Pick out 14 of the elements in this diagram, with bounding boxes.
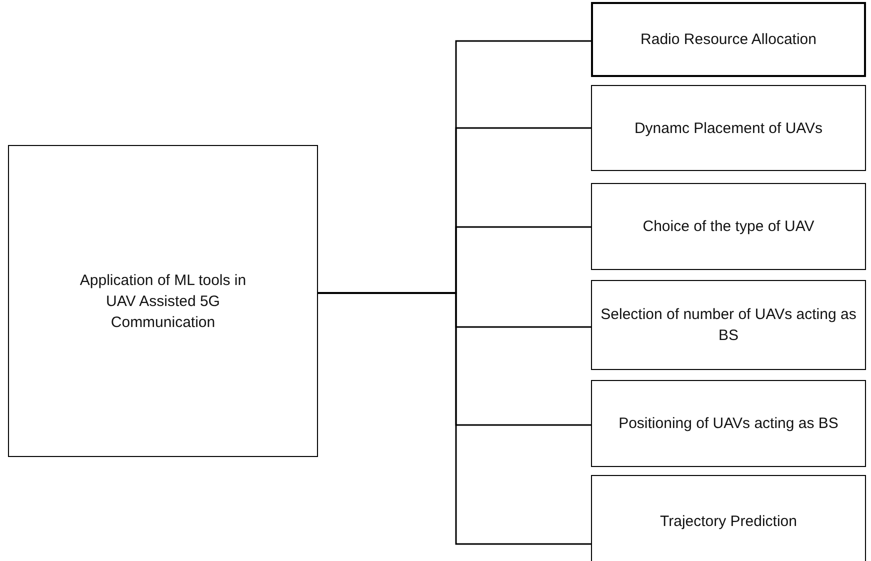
category-box (591, 280, 866, 370)
category-box (591, 380, 866, 467)
box-label: Choice of the type of UAV (642, 217, 814, 237)
box-label: Radio Resource Allocation (640, 30, 816, 50)
box-label: Dynamc Placement of UAVs (634, 118, 823, 138)
box-label: Application of ML tools in UAV Assisted 5G Communication (78, 270, 248, 332)
box-label: Trajectory Prediction (660, 512, 797, 532)
category-box (591, 2, 866, 77)
category-box (591, 85, 866, 171)
box-label: Positioning of UAVs acting as BS (618, 414, 838, 434)
box-label: Selection of number of UAVs acting as BS (600, 305, 858, 346)
category-box (591, 475, 866, 561)
category-box (591, 183, 866, 270)
topic-box (8, 145, 318, 457)
